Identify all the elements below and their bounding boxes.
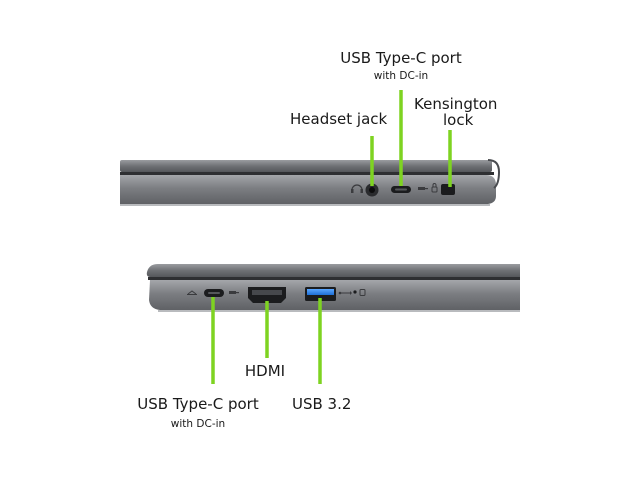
lid-edge — [120, 160, 492, 172]
base-side — [120, 175, 496, 204]
usb32-title: USB 3.2 — [292, 395, 352, 413]
usbc-left-title: USB Type-C port — [137, 395, 259, 413]
dc-in-icon — [418, 187, 428, 190]
right-side-laptop — [120, 90, 501, 206]
front-curve — [487, 159, 501, 189]
kensington-title-line1: Kensington — [414, 95, 498, 113]
headset-icon — [351, 184, 363, 193]
dc-in-icon — [229, 291, 239, 294]
hinge-gap — [120, 172, 494, 175]
lid-edge — [146, 264, 521, 277]
kensington-slot — [441, 184, 455, 195]
usb-c-port-right — [391, 186, 411, 193]
usbc-left-subtitle: with DC-in — [170, 418, 226, 430]
left-side-laptop — [146, 264, 521, 384]
usbc-right-title: USB Type-C port — [340, 49, 462, 67]
battery-led-icon — [359, 289, 366, 296]
power-led-icon — [353, 290, 357, 294]
headset-title: Headset jack — [290, 110, 388, 128]
usb-icon — [338, 291, 352, 295]
kensington-title-line2: lock — [443, 111, 474, 129]
usbc-right-subtitle: with DC-in — [373, 70, 429, 82]
hdmi-title: HDMI — [244, 362, 286, 380]
usb-c-port-left — [204, 289, 224, 297]
hdmi-port — [248, 287, 286, 303]
usb-3-2-port — [305, 287, 336, 301]
headset-jack — [365, 183, 379, 197]
bottom-foot — [120, 204, 490, 206]
hinge-gap — [148, 277, 520, 280]
bottom-foot — [158, 310, 520, 312]
usb-c-icon — [187, 290, 197, 295]
kensington-lock-icon — [431, 183, 438, 193]
